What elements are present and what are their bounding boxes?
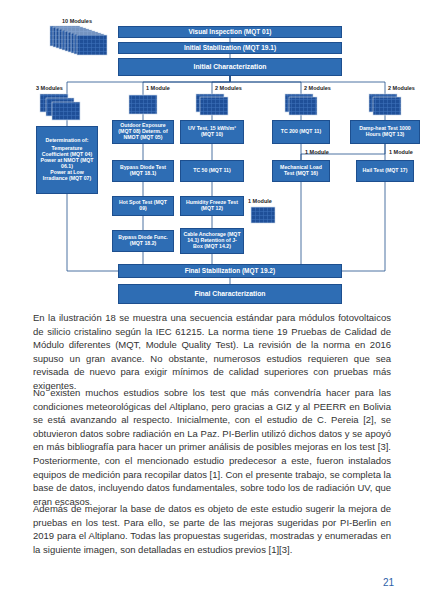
box-text: Hail Test (MQT 17) <box>363 168 408 174</box>
flow-connector <box>230 278 231 284</box>
module-count: 2 Modules <box>388 85 415 91</box>
box-text: TC 200 (MQT 11) <box>281 129 321 135</box>
box-heading: Determination of: <box>46 138 89 144</box>
box-text: Final Stabilization (MQT 19.2) <box>185 267 275 274</box>
page-number: 21 <box>383 577 394 588</box>
process-box: Bypass Diode Func. (MQT 18.2) <box>112 230 174 252</box>
process-box: Humidity Freeze Test (MQT 12) <box>180 196 244 216</box>
process-box: Cable Anchorage (MQT 14.1) Retention of … <box>180 228 244 254</box>
process-box: Final Characterization <box>118 284 342 304</box>
pv-module-stack <box>285 94 317 115</box>
module-count: 1 Module <box>248 198 272 204</box>
flow-connector <box>212 76 230 120</box>
flow-connector <box>67 76 230 126</box>
body-paragraph: No existen muchos estudios sobre los tes… <box>33 386 391 508</box>
flow-connector <box>143 182 144 196</box>
box-text: Power at Low Irradiance (MQT 07) <box>39 170 95 182</box>
flow-connector <box>230 76 385 120</box>
flow-connector <box>212 216 213 228</box>
process-box: Outdoor Exposure (MQT 08) Determ. of NMO… <box>112 120 174 144</box>
box-text: Visual Inspection (MQT 01) <box>189 28 272 35</box>
process-box: Hot Spot Test (MQT 09) <box>112 196 174 216</box>
pv-module-stack <box>196 94 228 115</box>
body-paragraph: Además de mejorar la base de datos es ob… <box>33 502 391 556</box>
box-text: UV Test, 15 kWh/m² (MQT 10) <box>183 126 241 138</box>
flow-connector <box>143 144 144 160</box>
pv-module-stack <box>369 94 401 115</box>
box-text: Temperature Coefficient (MQT 04) <box>39 146 95 158</box>
flow-connector <box>212 144 213 160</box>
box-text: Final Characterization <box>194 290 265 298</box>
box-text: Humidity Freeze Test (MQT 12) <box>183 200 241 212</box>
pv-module-stack <box>50 26 107 55</box>
flow-connector <box>230 54 231 58</box>
flow-connector <box>143 76 230 120</box>
module-count: 1 Module <box>389 149 413 155</box>
process-box: Determination of: Temperature Coefficient… <box>36 126 98 194</box>
box-text: Bypass Diode Test (MQT 18.1) <box>115 165 171 177</box>
process-box: Mechanical Load Test (MQT 16) <box>272 160 330 182</box>
process-box: Bypass Diode Test (MQT 18.1) <box>112 160 174 182</box>
flow-connector <box>67 194 118 271</box>
flow-connector <box>230 38 231 42</box>
box-text: Outdoor Exposure (MQT 08) Determ. of NMO… <box>115 123 171 141</box>
flow-connector <box>301 144 385 160</box>
flow-connector <box>342 182 385 271</box>
box-text: Bypass Diode Func. (MQT 18.2) <box>115 235 171 247</box>
box-text: TC 50 (MQT 11) <box>193 168 230 174</box>
process-box: TC 200 (MQT 11) <box>272 120 330 144</box>
flow-connector <box>143 252 144 264</box>
flow-connector <box>212 254 213 264</box>
process-box: Initial Characterization <box>118 58 342 76</box>
pv-module <box>251 207 275 223</box>
process-box: Hail Test (MQT 17) <box>356 160 414 182</box>
module-count: 3 Modules <box>36 85 63 91</box>
box-text: Power at NMOT (MQT 06.1) <box>39 158 95 170</box>
box-text: Damp-heat Test 1000 Hours (MQT 13) <box>353 126 417 138</box>
process-box: Visual Inspection (MQT 01) <box>118 26 342 38</box>
process-box: UV Test, 15 kWh/m² (MQT 10) <box>180 120 244 144</box>
process-box: Initial Stabilization (MQT 19.1) <box>118 42 342 54</box>
flow-connector <box>385 144 386 160</box>
module-count: 2 Modules <box>215 85 242 91</box>
process-box: Final Stabilization (MQT 19.2) <box>118 264 342 278</box>
box-text: Cable Anchorage (MQT 14.1) Retention of … <box>183 232 241 250</box>
module-count: 10 Modules <box>62 18 92 24</box>
box-text: Hot Spot Test (MQT 09) <box>115 200 171 212</box>
box-text: Mechanical Load Test (MQT 16) <box>275 165 327 177</box>
process-box: Damp-heat Test 1000 Hours (MQT 13) <box>350 120 420 144</box>
flow-connector <box>143 216 144 230</box>
flow-connector <box>301 182 342 271</box>
module-count: 1 Module <box>146 85 170 91</box>
process-box: TC 50 (MQT 11) <box>180 160 244 182</box>
body-paragraph: En la ilustración 18 se muestra una secu… <box>33 311 391 393</box>
box-text: Initial Characterization <box>194 63 267 71</box>
flow-connector <box>230 76 301 120</box>
box-text: Initial Stabilization (MQT 19.1) <box>184 44 276 51</box>
flow-connector <box>212 182 213 196</box>
module-count: 2 Modules <box>304 85 331 91</box>
pv-module <box>129 95 157 114</box>
pv-module-stack <box>40 94 80 120</box>
module-count: 1 Module <box>305 149 329 155</box>
